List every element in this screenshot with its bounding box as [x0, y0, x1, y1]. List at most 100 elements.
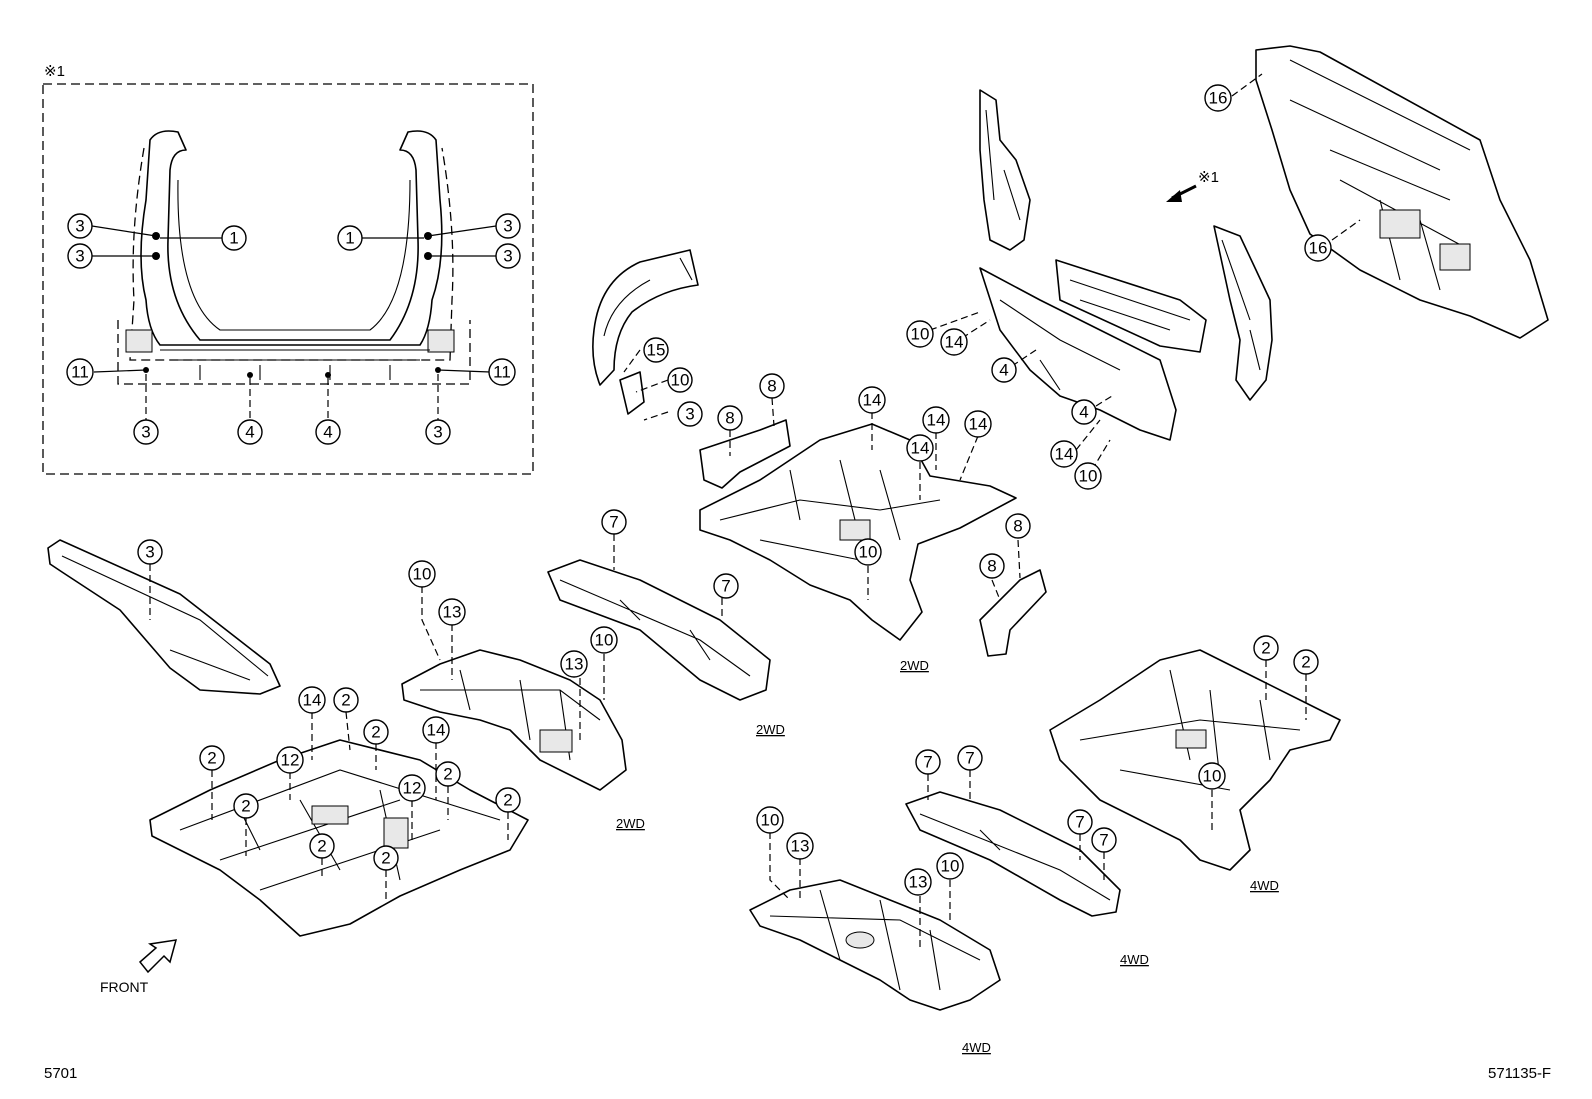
svg-text:8: 8	[1013, 517, 1022, 536]
svg-text:7: 7	[1075, 813, 1084, 832]
inset-callout-3-top-right: 3	[495, 213, 521, 239]
svg-text:2: 2	[207, 749, 216, 768]
callout-13-t4-1: 13	[786, 832, 814, 860]
callout-2-ff-2: 2	[363, 719, 389, 745]
back-panel	[1231, 45, 1549, 339]
callout-2-ff-5: 2	[435, 761, 461, 787]
callout-8-right-top: 8	[1005, 513, 1031, 539]
inset-callout-3-right-2: 3	[495, 243, 521, 269]
svg-text:10: 10	[595, 631, 614, 650]
svg-text:2: 2	[371, 723, 380, 742]
svg-text:10: 10	[671, 371, 690, 390]
inset-title: ※1	[44, 63, 65, 80]
callout-14-rf-1: 14	[858, 386, 886, 414]
front-direction-arrow: FRONT	[100, 939, 178, 995]
svg-text:14: 14	[303, 691, 322, 710]
callout-7-sm4-2: 7	[957, 745, 983, 771]
svg-text:2: 2	[381, 849, 390, 868]
front-label: FRONT	[100, 979, 149, 995]
svg-text:7: 7	[923, 753, 932, 772]
inset-callout-11-left: 11	[66, 358, 94, 386]
svg-text:13: 13	[909, 873, 928, 892]
svg-text:10: 10	[941, 857, 960, 876]
svg-text:8: 8	[725, 409, 734, 428]
svg-text:13: 13	[791, 837, 810, 856]
callout-2-ff-6: 2	[495, 787, 521, 813]
callout-13-t4-2: 13	[904, 868, 932, 896]
svg-text:2: 2	[317, 837, 326, 856]
callout-12-ff-1: 12	[276, 746, 304, 774]
callout-10-tunnel-2: 10	[590, 626, 618, 654]
svg-text:16: 16	[1209, 89, 1228, 108]
svg-text:3: 3	[503, 217, 512, 236]
callout-13-tunnel: 13	[438, 598, 466, 626]
callout-2-rf4-2: 2	[1293, 649, 1319, 675]
svg-text:3: 3	[685, 405, 694, 424]
svg-text:7: 7	[609, 513, 618, 532]
dash-cross-member	[47, 539, 281, 695]
callout-8-top: 8	[759, 373, 785, 399]
rear-side-member-2wd	[547, 534, 771, 701]
svg-text:14: 14	[945, 333, 964, 352]
callout-8-left: 8	[717, 405, 743, 431]
footer-left-code: 5701	[44, 1065, 77, 1082]
callout-12-ff-2: 12	[398, 774, 426, 802]
svg-text:14: 14	[927, 411, 946, 430]
svg-text:4: 4	[323, 423, 332, 442]
label-2wd-side-member: 2WD	[756, 722, 785, 737]
front-floor-pan	[149, 711, 529, 937]
rear-panel-lower	[979, 267, 1177, 441]
inset-callout-11-right: 11	[488, 358, 516, 386]
svg-text:4: 4	[1079, 403, 1088, 422]
callout-7-sm4-4: 7	[1091, 827, 1117, 853]
label-4wd-side-member: 4WD	[1120, 952, 1149, 967]
rear-cross-member-upper	[1055, 259, 1207, 353]
inset-callout-3-bottom-left: 3	[133, 419, 159, 445]
inset-view: ※1 3 1 3 1 3 3 11 11 3 4 4 3	[42, 63, 534, 475]
callout-10-lower: 10	[1074, 462, 1102, 490]
svg-text:10: 10	[761, 811, 780, 830]
svg-text:14: 14	[911, 439, 930, 458]
callout-3-arch: 3	[677, 401, 703, 427]
svg-text:3: 3	[503, 247, 512, 266]
callout-2-rf4-1: 2	[1253, 635, 1279, 661]
svg-text:3: 3	[75, 247, 84, 266]
svg-text:1: 1	[345, 229, 354, 248]
callout-14-rf-4: 14	[906, 434, 934, 462]
callout-7-sm4-1: 7	[915, 749, 941, 775]
svg-text:14: 14	[863, 391, 882, 410]
rear-floor-2wd	[699, 412, 1017, 641]
svg-text:14: 14	[969, 415, 988, 434]
floor-tunnel-4wd	[749, 832, 1001, 1011]
callout-10-upper: 10	[906, 320, 934, 348]
inset-callout-1-right: 1	[337, 225, 363, 251]
callout-10-arch: 10	[667, 367, 693, 393]
callout-4-lower: 4	[1071, 399, 1097, 425]
footer-right-code: 571135-F	[1488, 1065, 1551, 1082]
bracket-8-right	[979, 539, 1047, 657]
label-2wd-tunnel: 2WD	[616, 816, 645, 831]
label-2wd-rear-floor: 2WD	[900, 658, 929, 673]
rear-floor-4wd	[1049, 649, 1341, 871]
wheel-house-arch	[592, 249, 699, 421]
label-4wd-rear-floor: 4WD	[1250, 878, 1279, 893]
callout-14-rf-3: 14	[964, 410, 992, 438]
svg-text:15: 15	[647, 341, 666, 360]
callout-10-t4-2: 10	[936, 852, 964, 880]
svg-text:7: 7	[1099, 831, 1108, 850]
callout-13-tunnel-2: 13	[560, 650, 588, 678]
svg-text:11: 11	[71, 363, 89, 382]
svg-text:4: 4	[245, 423, 254, 442]
floor-tunnel-2wd	[401, 586, 627, 791]
callout-10-rf4: 10	[1198, 762, 1226, 790]
pillar-inner	[979, 89, 1031, 251]
callout-10-rf: 10	[854, 538, 882, 566]
svg-text:10: 10	[911, 325, 930, 344]
svg-text:11: 11	[493, 363, 511, 382]
svg-text:14: 14	[427, 721, 446, 740]
callout-10-t4-1: 10	[756, 806, 784, 834]
callout-14-ff: 14	[298, 686, 326, 714]
svg-text:7: 7	[721, 577, 730, 596]
svg-text:14: 14	[1055, 445, 1074, 464]
callout-8-right: 8	[979, 553, 1005, 579]
